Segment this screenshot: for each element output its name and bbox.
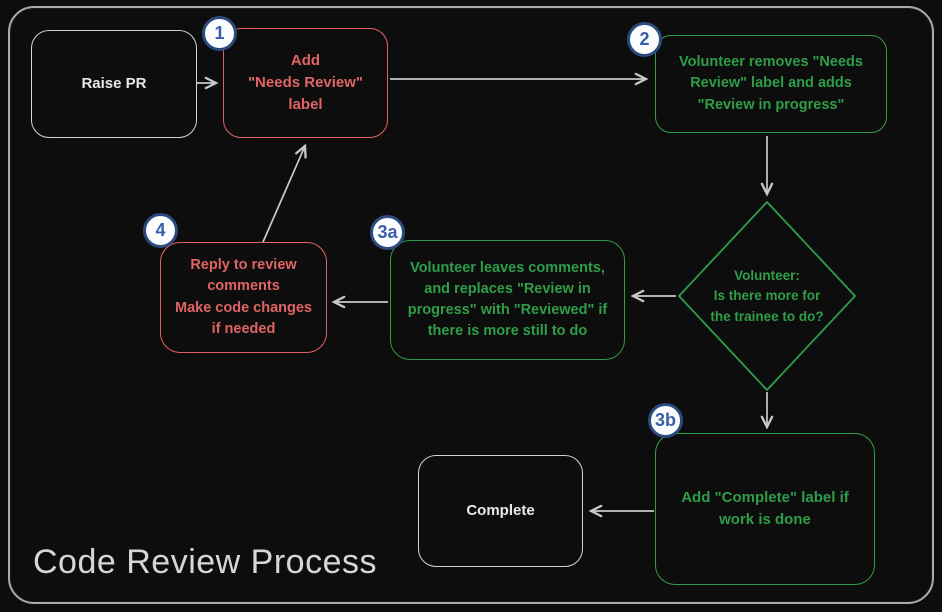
step-badge-4: 4 — [143, 213, 178, 248]
step-badge-3a: 3a — [370, 215, 405, 250]
node-add-complete-label: Add "Complete" label if work is done — [655, 433, 875, 585]
node-raise-pr-label: Raise PR — [81, 75, 147, 93]
node-add-needs-review-text: Add "Needs Review" label — [247, 52, 364, 113]
node-add-complete-text: Add "Complete" label if work is done — [681, 489, 849, 528]
node-volunteer-leaves-text: Volunteer leaves comments, and replaces … — [407, 259, 608, 340]
node-add-needs-review-label: Add "Needs Review" label — [223, 28, 388, 138]
node-reply-comments-text: Reply to review comments Make code chang… — [175, 257, 312, 337]
node-reply-to-review-comments: Reply to review comments Make code chang… — [160, 242, 327, 353]
diagram-frame — [8, 6, 934, 604]
step-badge-1: 1 — [202, 16, 237, 51]
node-volunteer-removes-label: Volunteer removes "Needs Review" label a… — [655, 35, 887, 133]
step-badge-2: 2 — [627, 22, 662, 57]
diagram-title: Code Review Process — [33, 543, 377, 581]
node-complete-text: Complete — [466, 502, 535, 520]
node-raise-pr: Raise PR — [31, 30, 197, 138]
node-decision-label: Volunteer: Is there more for the trainee… — [710, 268, 824, 324]
node-volunteer-leaves-comments: Volunteer leaves comments, and replaces … — [390, 240, 625, 360]
node-volunteer-removes-text: Volunteer removes "Needs Review" label a… — [679, 54, 863, 113]
step-badge-3b: 3b — [648, 403, 683, 438]
node-complete: Complete — [418, 455, 583, 567]
